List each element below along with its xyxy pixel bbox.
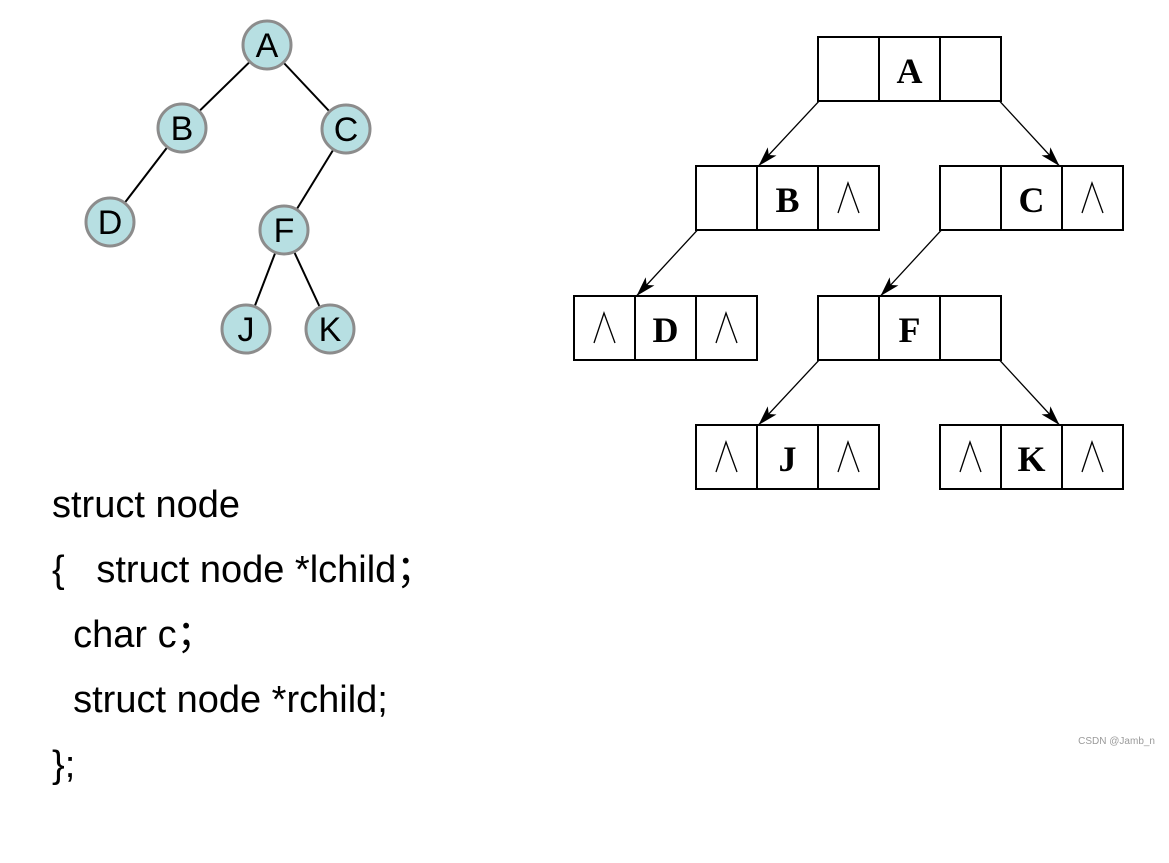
null-pointer-icon (715, 311, 738, 344)
linked-node-label: J (779, 439, 797, 479)
linked-node-label: C (1019, 180, 1045, 220)
tree-node-f: F (258, 204, 310, 256)
tree-node-circle (156, 102, 208, 154)
null-pointer-icon (1081, 181, 1104, 214)
lchild-cell (939, 424, 1002, 490)
tree-node-c: C (320, 103, 372, 155)
rchild-cell (817, 424, 880, 490)
code-line: }; (52, 744, 76, 786)
linked-node-c: C (939, 165, 1124, 231)
binary-tree-diagram: A B C D F J K A B C D F J K (84, 19, 1124, 490)
tree-node-circle (320, 103, 372, 155)
data-cell (1000, 424, 1063, 490)
tree-node-label: C (334, 111, 359, 149)
tree-node-d: D (84, 196, 136, 248)
lchild-cell (695, 165, 758, 231)
tree-node-label: A (256, 27, 279, 65)
tree-node-label: F (274, 212, 295, 250)
data-cell (756, 424, 819, 490)
tree-node-circle (241, 19, 293, 71)
data-cell (1000, 165, 1063, 231)
tree-node-label: D (98, 204, 123, 242)
tree-nodes: A B C D F J K (84, 19, 372, 355)
rchild-cell (939, 36, 1002, 102)
lchild-cell (695, 424, 758, 490)
rchild-cell (1061, 424, 1124, 490)
tree-node-circle (304, 303, 356, 355)
lchild-cell (817, 36, 880, 102)
linked-node-label: K (1017, 439, 1045, 479)
struct-node-code: struct node { struct node *lchild； char c… (52, 408, 434, 863)
rchild-cell (695, 295, 758, 361)
linked-node-a: A (817, 36, 1002, 102)
linked-node-label: F (899, 310, 921, 350)
code-line: struct node (52, 484, 240, 526)
null-pointer-icon (837, 440, 860, 473)
linked-node-j: J (695, 424, 880, 490)
tree-edges (109, 44, 347, 330)
null-pointer-icon (715, 440, 738, 473)
tree-node-label: B (171, 110, 194, 148)
linked-node-label: D (653, 310, 679, 350)
tree-node-circle (220, 303, 272, 355)
linked-pointers (636, 68, 1060, 426)
tree-node-circle (84, 196, 136, 248)
linked-node-label: A (897, 51, 923, 91)
linked-node-label: B (775, 180, 799, 220)
linked-node-f: F (817, 295, 1002, 361)
null-pointer-icon (837, 181, 860, 214)
rchild-cell (939, 295, 1002, 361)
rchild-cell (817, 165, 880, 231)
linked-node-b: B (695, 165, 880, 231)
tree-node-circle (258, 204, 310, 256)
lchild-cell (817, 295, 880, 361)
code-line: { struct node *lchild； (52, 549, 435, 591)
tree-node-label: K (319, 311, 342, 349)
null-pointer-icon (1081, 440, 1104, 473)
tree-node-j: J (220, 303, 272, 355)
code-line: char c； (52, 614, 215, 656)
tree-node-label: J (238, 311, 255, 349)
linked-node-d: D (573, 295, 758, 361)
watermark: CSDN @Jamb_n (1078, 736, 1155, 747)
tree-node-b: B (156, 102, 208, 154)
tree-node-k: K (304, 303, 356, 355)
lchild-cell (573, 295, 636, 361)
rchild-cell (1061, 165, 1124, 231)
data-cell (634, 295, 697, 361)
null-pointer-icon (593, 311, 616, 344)
data-cell (878, 36, 941, 102)
linked-node-k: K (939, 424, 1124, 490)
null-pointer-icon (959, 440, 982, 473)
tree-node-a: A (241, 19, 293, 71)
lchild-cell (939, 165, 1002, 231)
linked-nodes: A B C D F J K (573, 36, 1124, 490)
code-line: struct node *rchild; (52, 679, 388, 721)
